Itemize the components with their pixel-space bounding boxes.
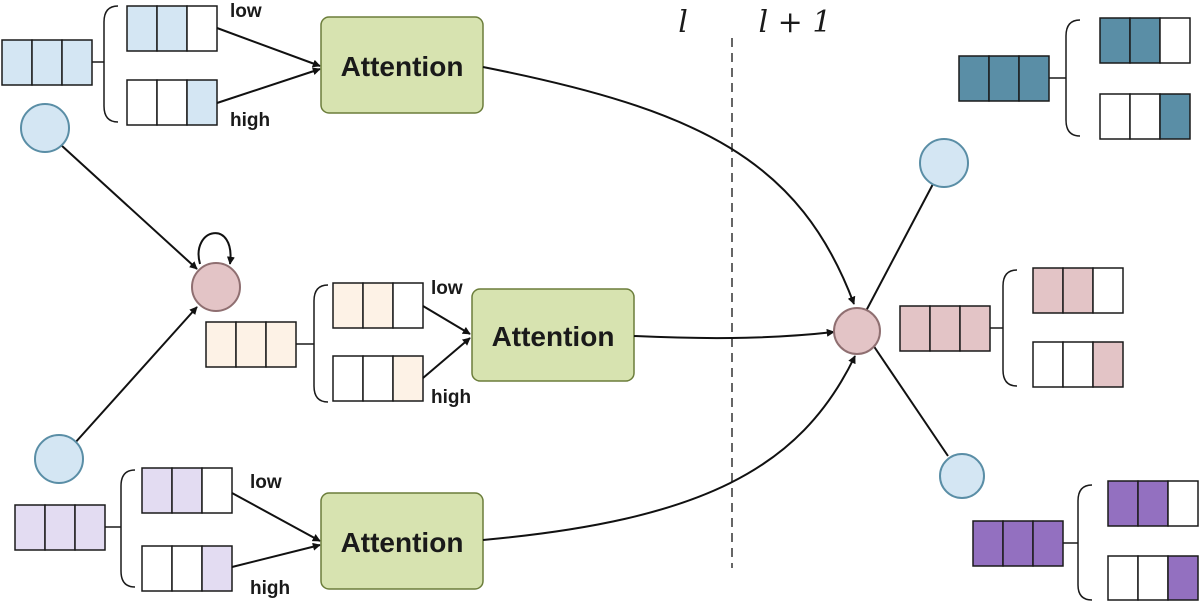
middle-high-label: high [431,387,471,408]
bottom-attention-box [320,492,484,590]
middle-attention-label: Attention [492,321,615,352]
bottom-input-vector [14,504,106,551]
middle-attention-box [471,288,635,382]
middle-feature-group: low high Attention [205,278,635,408]
right-bottom-feature-group [972,480,1199,601]
top-neighbor-node [20,103,70,153]
top-input-vector [1,39,93,86]
bottom-attention-label: Attention [341,527,464,558]
top-high-arrow [216,67,321,104]
center-node-layer-l [191,262,241,312]
bottom-high-arrow [231,542,321,568]
top-low-vector [126,5,218,52]
right-top-input-vector [958,55,1050,102]
layer-l-plus-1-label: l + 1 [759,5,832,40]
edge-output-to-bottom-neighbor [872,344,949,457]
right-middle-input-vector [899,305,991,352]
right-bottom-split-bracket [1063,484,1093,601]
top-attention-label: Attention [341,51,464,82]
bottom-high-label: high [250,578,290,599]
bottom-low-label: low [250,472,282,493]
right-bottom-neighbor-node [939,453,985,499]
bottom-attention-to-output-curve [482,355,856,541]
middle-low-vector [332,282,424,329]
edge-top-neighbor-to-center [60,144,198,270]
middle-low-arrow [422,305,471,335]
output-node-layer-l-plus-1 [833,307,881,355]
right-bottom-high-vector [1107,555,1199,601]
top-high-label: high [230,110,270,131]
right-middle-split-bracket [990,269,1018,387]
bottom-high-vector [141,545,233,592]
right-top-neighbor-node [919,138,969,188]
bottom-low-arrow [231,492,321,542]
middle-input-vector [205,321,297,368]
left-graph [20,103,241,484]
middle-high-vector [332,355,424,402]
middle-high-arrow [422,337,471,379]
right-bottom-input-vector [972,520,1064,567]
right-top-feature-group [958,17,1191,140]
bottom-split-bracket [105,469,136,588]
right-middle-high-vector [1032,341,1124,388]
bottom-feature-group: low high Attention [14,467,484,599]
edge-output-to-top-neighbor [865,183,934,312]
top-attention-box [320,16,484,114]
right-middle-feature-group [899,267,1124,388]
right-middle-low-vector [1032,267,1124,314]
middle-split-bracket [296,284,329,403]
right-top-low-vector [1099,17,1191,64]
top-high-vector [126,79,218,126]
self-loop-arrow [197,232,235,265]
layer-l-label: l [678,5,688,40]
right-bottom-low-vector [1107,480,1199,527]
right-graph [833,138,985,499]
top-feature-group: low high Attention [1,1,484,131]
right-top-high-vector [1099,93,1191,140]
middle-low-label: low [431,278,463,299]
right-top-split-bracket [1049,19,1081,137]
top-low-arrow [216,27,321,68]
middle-attention-to-output-curve [633,328,835,340]
edge-bottom-neighbor-to-center [73,306,198,445]
top-low-label: low [230,1,262,22]
bottom-neighbor-node [34,434,84,484]
top-split-bracket [92,5,119,123]
top-attention-to-output-curve [482,66,856,305]
bottom-low-vector [141,467,233,514]
